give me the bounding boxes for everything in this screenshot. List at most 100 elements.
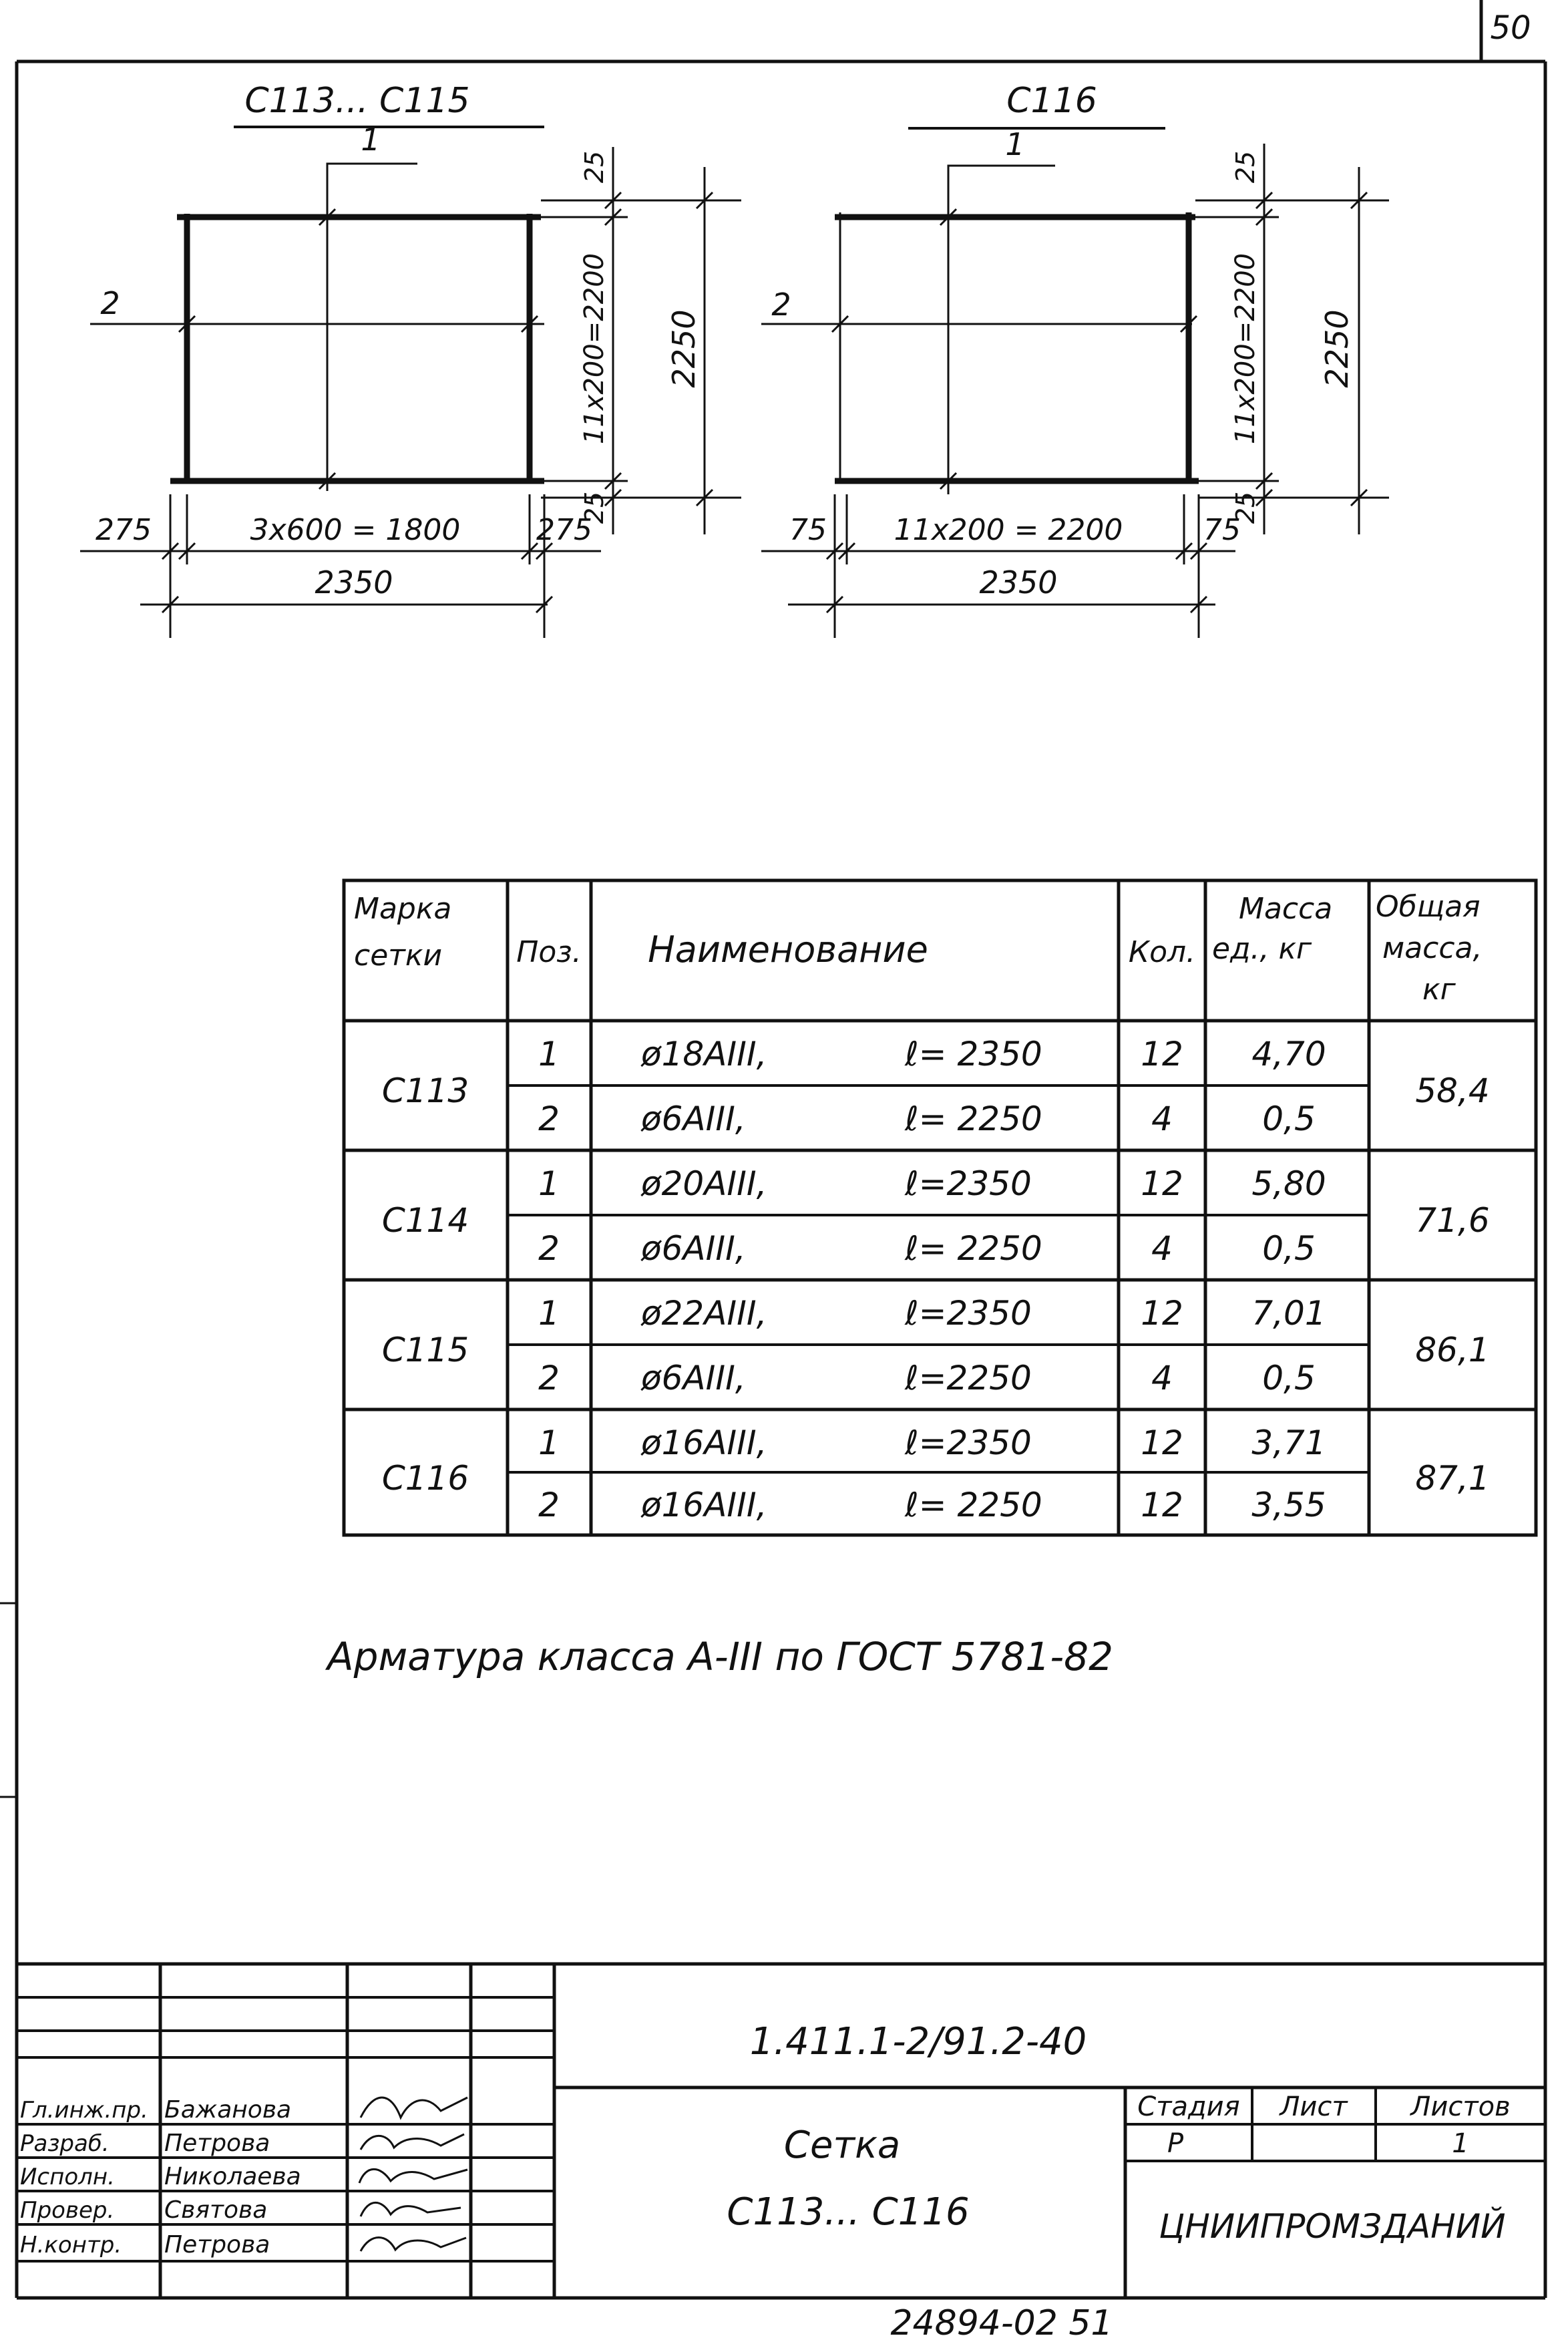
cell-bar: ø16АIII,	[640, 1424, 767, 1462]
signer-row: Провер. Святова	[20, 2196, 461, 2224]
header-total-mass: Общая масса, кг	[1376, 890, 1492, 1007]
table-row: 2 ø6АIII, ℓ=2250 4 0,5	[538, 1359, 1316, 1397]
cell-length: ℓ= 2250	[904, 1486, 1042, 1524]
signer-role: Провер.	[20, 2197, 114, 2224]
signer-role: Гл.инж.пр.	[20, 2097, 148, 2124]
bottom-number: 24894-02 51	[890, 2303, 1113, 2342]
dim-total-width: 2350	[979, 564, 1057, 601]
signature	[359, 2133, 465, 2150]
signature	[359, 2096, 468, 2120]
drawing-title: С113... С115	[244, 81, 469, 121]
dim-top-edge: 25	[1231, 151, 1260, 183]
header-pos: Поз.	[516, 935, 581, 969]
cell-bar: ø18АIII,	[640, 1035, 767, 1073]
position-1-label: 1	[1005, 126, 1024, 162]
mesh-drawing-c113-c115: С113... С115 1 2 275 3х600 = 1800 275	[80, 81, 741, 638]
signer-row: Гл.инж.пр. Бажанова	[20, 2096, 468, 2124]
table-row: 2 ø6АIII, ℓ= 2250 4 0,5	[538, 1100, 1316, 1138]
cell-mass: 0,5	[1262, 1229, 1316, 1268]
stage-header: Стадия	[1137, 2092, 1239, 2122]
cell-qty: 12	[1141, 1035, 1183, 1073]
table-row: 2 ø16АIII, ℓ= 2250 12 3,55	[538, 1486, 1326, 1524]
sheets-value: 1	[1452, 2128, 1468, 2159]
cell-pos: 1	[538, 1294, 560, 1333]
cell-mass: 3,55	[1251, 1486, 1326, 1524]
cell-qty: 4	[1151, 1100, 1173, 1138]
signer-role: Разраб.	[20, 2130, 110, 2157]
cell-qty: 4	[1151, 1359, 1173, 1397]
cell-qty: 4	[1151, 1229, 1173, 1268]
reinforcement-note: Арматура класса А-III по ГОСТ 5781-82	[325, 1634, 1113, 1679]
dim-span: 11х200 = 2200	[894, 513, 1123, 547]
table-total-mass: 87,1	[1415, 1459, 1489, 1498]
signer-name: Николаева	[164, 2163, 301, 2190]
cell-pos: 1	[538, 1035, 560, 1073]
signature	[359, 2202, 461, 2217]
dim-right-edge: 75	[1203, 513, 1241, 547]
drawing-title: С116	[1006, 81, 1097, 121]
cell-bar: ø16АIII,	[640, 1486, 767, 1524]
dim-vertical-span: 11х200=2200	[1230, 253, 1261, 444]
cell-bar: ø6АIII,	[640, 1359, 746, 1397]
table-row: 1 ø16АIII, ℓ=2350 12 3,71	[538, 1424, 1326, 1462]
signer-row: Разраб. Петрова	[20, 2130, 465, 2157]
sheets-header: Листов	[1409, 2092, 1510, 2122]
cell-pos: 2	[538, 1229, 560, 1268]
cell-pos: 2	[538, 1359, 560, 1397]
cell-mass: 0,5	[1262, 1359, 1316, 1397]
doc-title: Сетка С113... С116	[727, 2124, 969, 2234]
table-mark: С113	[382, 1071, 469, 1110]
doc-code: 1.411.1-2/91.2-40	[750, 2020, 1087, 2063]
dim-left-edge: 75	[789, 513, 827, 547]
table-row: 2 ø6АIII, ℓ= 2250 4 0,5	[538, 1229, 1316, 1268]
dim-total-height: 2250	[1319, 309, 1355, 387]
cell-mass: 7,01	[1251, 1294, 1326, 1333]
cell-qty: 12	[1141, 1424, 1183, 1462]
signer-role: Исполн.	[20, 2164, 115, 2190]
table-row: 1 ø20АIII, ℓ=2350 12 5,80	[538, 1164, 1326, 1203]
cell-length: ℓ=2350	[904, 1294, 1032, 1333]
cell-mass: 3,71	[1251, 1424, 1326, 1462]
position-2-label: 2	[771, 287, 791, 323]
signer-name: Петрова	[164, 2231, 270, 2259]
cell-length: ℓ= 2250	[904, 1100, 1042, 1138]
dim-left-edge: 275	[95, 513, 152, 547]
cell-mass: 4,70	[1251, 1035, 1326, 1073]
cell-bar: ø6АIII,	[640, 1100, 746, 1138]
dim-top-edge: 25	[580, 151, 609, 183]
dim-bottom-edge: 25	[1231, 492, 1260, 524]
table-row: 1 ø22АIII, ℓ=2350 12 7,01	[538, 1294, 1326, 1333]
signer-row: Н.контр. Петрова	[20, 2231, 467, 2259]
signer-name: Бажанова	[164, 2096, 291, 2124]
signature	[358, 2168, 468, 2184]
cell-pos: 2	[538, 1100, 560, 1138]
header-qty: Кол.	[1129, 935, 1195, 969]
position-1-label: 1	[361, 122, 380, 158]
title-block: 1.411.1-2/91.2-40 Сетка С113... С116 Ста…	[17, 1962, 1545, 2298]
table-total-mass: 86,1	[1415, 1331, 1489, 1369]
spec-table: Марка сетки Поз. Наименование Кол. Масса…	[342, 878, 1538, 1537]
cell-pos: 2	[538, 1486, 560, 1524]
stage-value: Р	[1167, 2128, 1184, 2159]
signer-row: Исполн. Николаева	[20, 2163, 468, 2190]
header-name: Наименование	[648, 929, 928, 971]
cell-length: ℓ=2350	[904, 1164, 1032, 1203]
table-mark: С116	[382, 1459, 469, 1498]
organization: ЦНИИПРОМЗДАНИЙ	[1159, 2206, 1505, 2246]
sheet-frame	[0, 0, 1547, 2300]
table-mark: С114	[382, 1201, 469, 1240]
dim-total-width: 2350	[315, 564, 393, 601]
position-2-label: 2	[100, 285, 120, 321]
cell-length: ℓ= 2250	[904, 1229, 1042, 1268]
sheet-header: Лист	[1278, 2092, 1348, 2122]
dim-span: 3х600 = 1800	[250, 513, 461, 547]
header-mark: Марка сетки	[354, 892, 461, 973]
cell-qty: 12	[1141, 1486, 1183, 1524]
signature	[359, 2236, 467, 2252]
dim-bottom-edge: 25	[580, 492, 609, 524]
cell-qty: 12	[1141, 1164, 1183, 1203]
cell-pos: 1	[538, 1424, 560, 1462]
cell-bar: ø20АIII,	[640, 1164, 767, 1203]
cell-length: ℓ= 2350	[904, 1035, 1042, 1073]
